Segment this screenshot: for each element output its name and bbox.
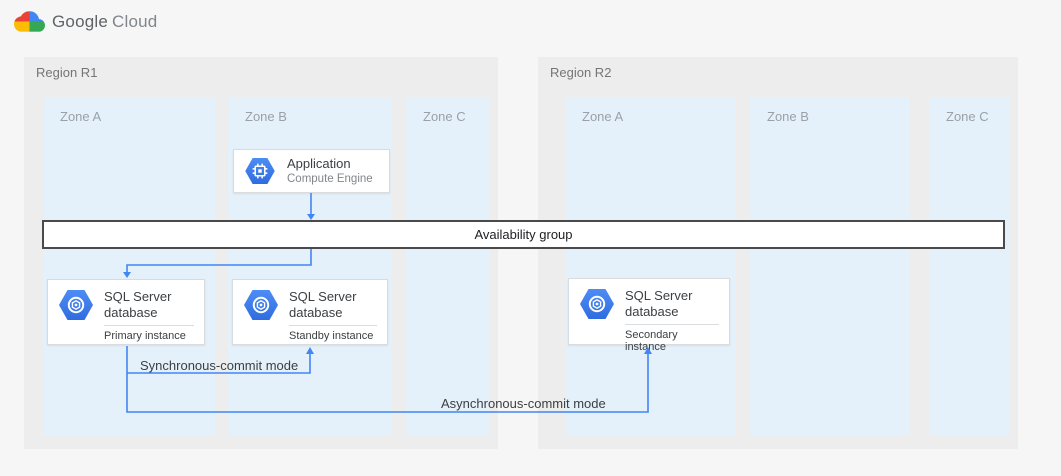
sql-standby-subtitle: Standby instance — [289, 329, 374, 342]
sql-secondary-card: SQL Server database Secondary instance — [568, 278, 730, 353]
zone-r1-b: Zone B — [228, 97, 392, 435]
application-card: Application Compute Engine — [233, 149, 390, 193]
sql-secondary-title: SQL Server database — [625, 288, 693, 319]
sql-standby-card: SQL Server database Standby instance — [232, 279, 388, 345]
zone-r2-b-label: Zone B — [767, 109, 809, 124]
application-subtitle: Compute Engine — [287, 172, 373, 185]
zone-r2-c-label: Zone C — [946, 109, 989, 124]
zone-r2-b: Zone B — [750, 97, 910, 435]
card-divider — [625, 323, 719, 325]
availability-group-bar: Availability group — [42, 220, 1005, 249]
region-r1-label: Region R1 — [36, 65, 98, 80]
zone-r2-a: Zone A — [565, 97, 736, 435]
async-commit-mode-label: Asynchronous-commit mode — [441, 396, 606, 411]
sql-primary-card: SQL Server database Primary instance — [47, 279, 205, 345]
google-cloud-icon — [14, 11, 45, 32]
zone-r2-a-label: Zone A — [582, 109, 624, 124]
logo-word-google: Google — [52, 11, 109, 31]
sql-secondary-subtitle: Secondary instance — [625, 328, 678, 353]
logo-word-cloud: Cloud — [112, 11, 158, 31]
zone-r2-c: Zone C — [929, 97, 1010, 435]
sql-standby-title: SQL Server database — [289, 289, 357, 320]
availability-group-label: Availability group — [474, 227, 573, 242]
region-r2-label: Region R2 — [550, 65, 612, 80]
sql-server-hexagon-icon — [58, 290, 94, 320]
sql-primary-subtitle: Primary instance — [104, 329, 186, 342]
card-divider — [289, 324, 377, 326]
card-divider — [104, 324, 194, 326]
compute-engine-hexagon-icon — [244, 158, 276, 184]
sql-primary-title: SQL Server database — [104, 289, 172, 320]
zone-r1-a: Zone A — [43, 97, 215, 435]
zone-r1-a-label: Zone A — [60, 109, 102, 124]
sql-server-hexagon-icon — [579, 289, 615, 319]
application-title: Application — [287, 155, 351, 171]
sql-server-hexagon-icon — [243, 290, 279, 320]
sync-commit-mode-label: Synchronous-commit mode — [140, 358, 299, 373]
zone-r1-c-label: Zone C — [423, 109, 466, 124]
zone-r1-c: Zone C — [406, 97, 490, 435]
zone-r1-b-label: Zone B — [245, 109, 287, 124]
